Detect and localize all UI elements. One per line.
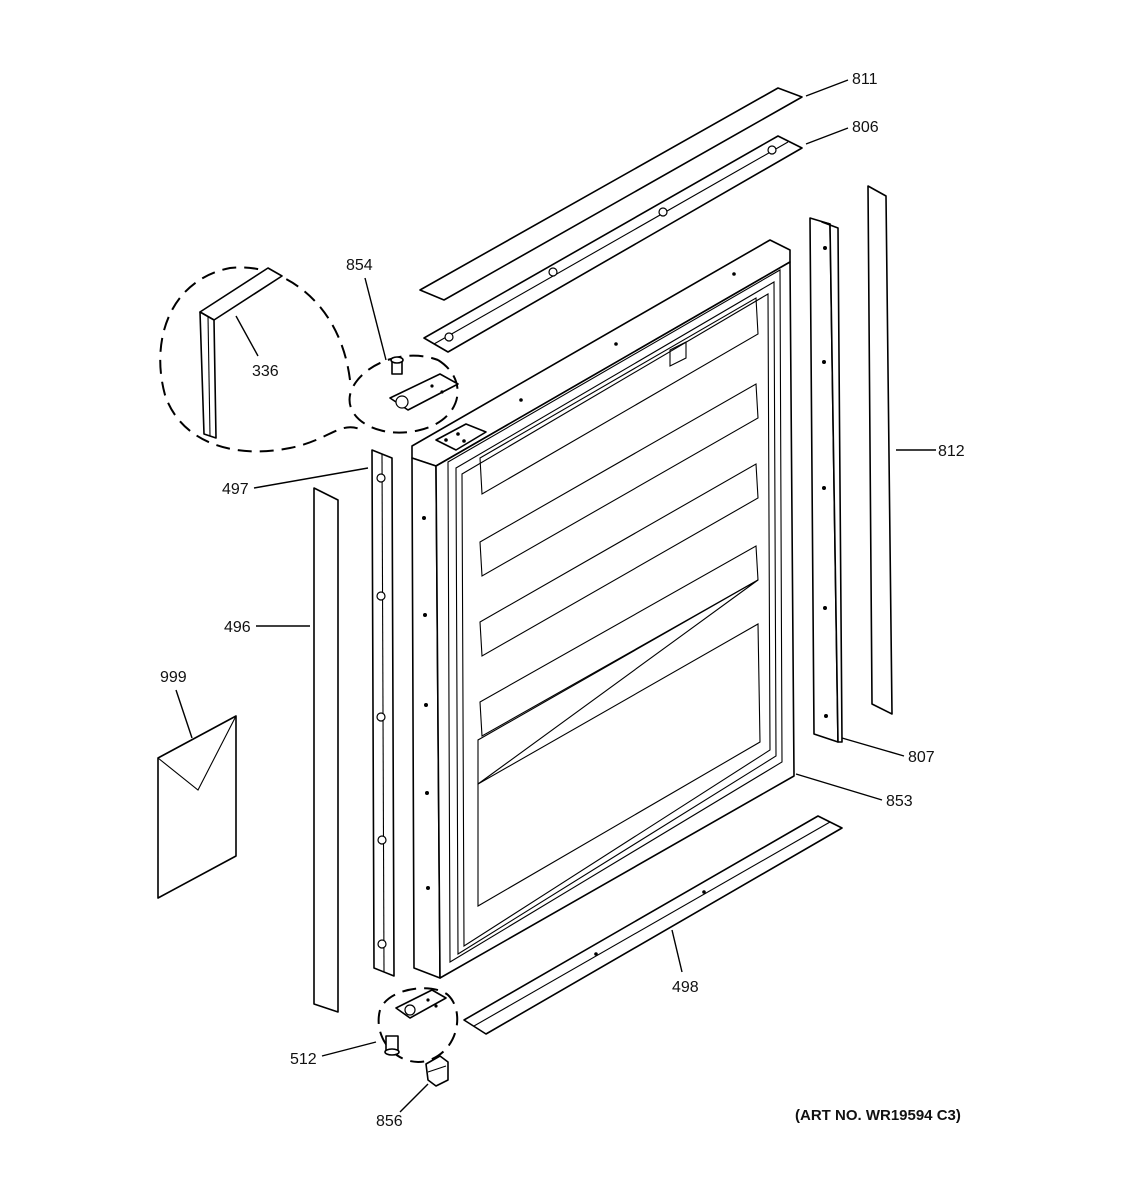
label-497: 497 xyxy=(222,481,249,498)
label-496: 496 xyxy=(224,619,251,636)
part-853-door-frame xyxy=(411,239,795,979)
label-498: 498 xyxy=(672,979,699,996)
part-806-top-channel xyxy=(423,135,803,353)
label-854: 854 xyxy=(346,257,373,274)
label-807: 807 xyxy=(908,749,935,766)
part-856-bracket xyxy=(425,1055,449,1087)
part-854-top-hinge-detail xyxy=(348,354,459,434)
label-512: 512 xyxy=(290,1051,317,1068)
label-856: 856 xyxy=(376,1113,403,1130)
leader-lines xyxy=(175,79,936,1113)
part-498-bottom-channel xyxy=(463,815,843,1035)
part-812-right-strip xyxy=(867,185,893,715)
label-336: 336 xyxy=(252,363,279,380)
art-number: (ART NO. WR19594 C3) xyxy=(795,1107,961,1124)
part-336-gasket-detail xyxy=(159,266,363,453)
part-496-left-strip xyxy=(313,487,339,1013)
label-999: 999 xyxy=(160,669,187,686)
part-512-bottom-hinge-detail xyxy=(377,987,459,1063)
label-811: 811 xyxy=(852,71,878,88)
part-999-literature xyxy=(157,715,237,899)
part-811-top-strip xyxy=(419,87,803,301)
label-806: 806 xyxy=(852,119,879,136)
label-812: 812 xyxy=(938,443,965,460)
part-497-left-rail xyxy=(371,449,395,977)
part-807-right-rail xyxy=(809,217,843,743)
label-853: 853 xyxy=(886,793,913,810)
